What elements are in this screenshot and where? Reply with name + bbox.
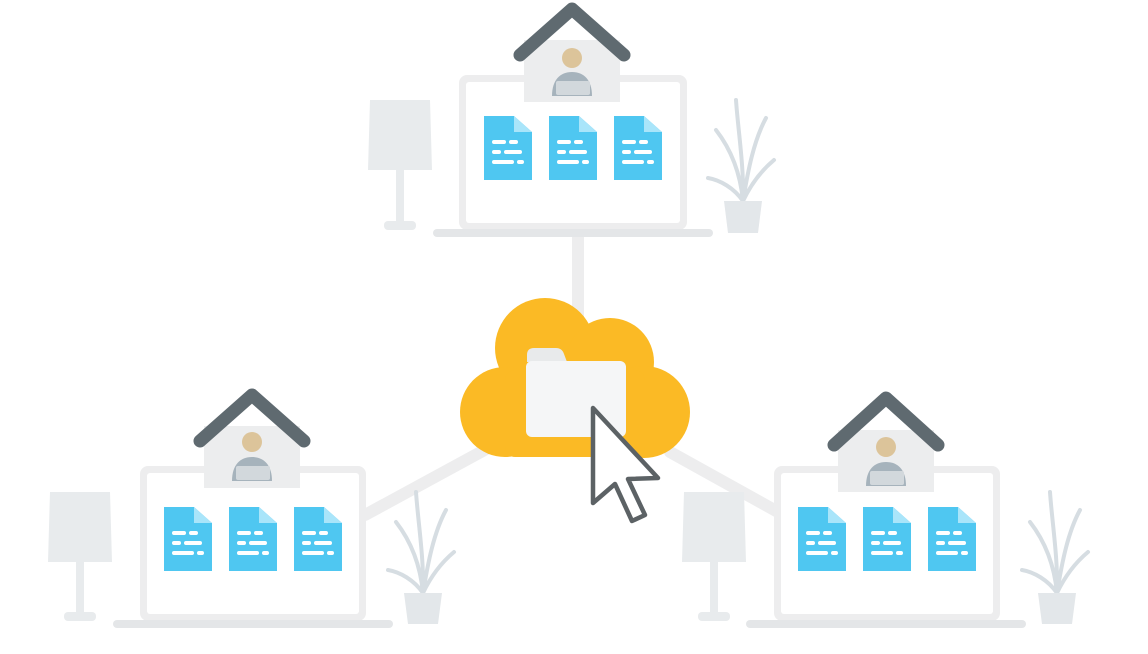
potted-plant-icon <box>1020 490 1090 624</box>
document-icon <box>614 116 662 180</box>
floor-lamp-icon <box>368 100 432 230</box>
document-group <box>164 507 342 571</box>
workstation-left <box>48 388 456 628</box>
document-icon <box>549 116 597 180</box>
folder-icon <box>526 348 626 437</box>
floor-lamp-icon <box>682 492 746 621</box>
document-group <box>798 507 976 571</box>
workstation-top <box>368 2 776 237</box>
remote-user-icon <box>232 432 272 481</box>
document-icon <box>484 116 532 180</box>
floor-lamp-icon <box>48 492 112 621</box>
remote-user-icon <box>866 437 906 486</box>
connector-left <box>359 441 496 521</box>
house-icon <box>827 391 945 492</box>
network-connectors <box>359 226 784 521</box>
mouse-cursor-icon <box>590 405 661 524</box>
workstation-right <box>682 391 1090 628</box>
potted-plant-icon <box>386 490 456 624</box>
house-icon <box>193 388 311 488</box>
cloud-folder-icon[interactable] <box>460 298 690 458</box>
remote-user-icon <box>552 48 592 96</box>
connector-right <box>664 446 784 518</box>
house-icon <box>513 2 631 102</box>
document-group <box>484 116 662 180</box>
potted-plant-icon <box>706 98 776 233</box>
